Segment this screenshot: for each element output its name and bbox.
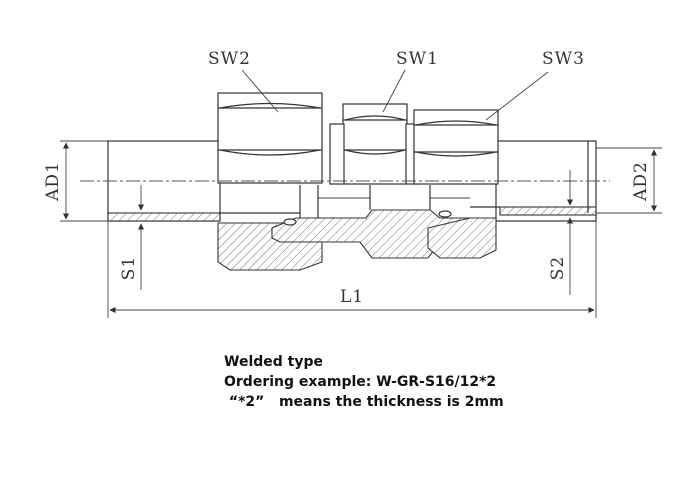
ad1-label: AD1	[43, 161, 63, 202]
caption: Welded type Ordering example: W-GR-S16/1…	[224, 352, 504, 412]
sw3-label: SW3	[542, 49, 585, 69]
sw2-label: SW2	[208, 49, 251, 69]
center-body-sw1	[271, 103, 471, 259]
right-nut-sw3	[413, 109, 499, 259]
s1-label: S1	[119, 256, 139, 280]
ad2-dimension	[596, 147, 662, 214]
ad1-dimension	[60, 140, 108, 222]
fitting-cross-section-drawing: AD1 AD2 S1 S2 L1 SW2 SW1 SW3	[43, 49, 662, 318]
sw3-leader	[485, 71, 549, 121]
left-nut-sw2	[217, 92, 323, 271]
caption-ordering-example: Ordering example: W-GR-S16/12*2	[224, 374, 497, 390]
sw1-leader	[382, 69, 406, 113]
l1-dimension	[107, 221, 597, 318]
ad2-label: AD2	[631, 161, 651, 202]
caption-thickness-note: “*2” means the thickness is 2mm	[224, 394, 504, 410]
bore-lines	[220, 185, 500, 226]
sw2-leader	[241, 69, 279, 113]
l1-label: L1	[340, 287, 364, 307]
s2-label: S2	[548, 256, 568, 280]
sw1-label: SW1	[396, 49, 439, 69]
caption-type: Welded type	[224, 354, 323, 370]
